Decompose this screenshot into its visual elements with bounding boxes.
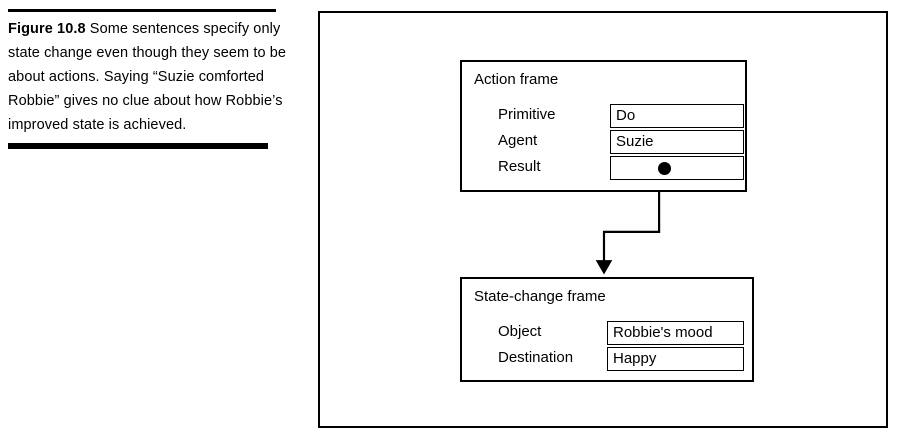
slot-label-object: Object [498,323,542,340]
caption-rule-bottom [8,143,268,149]
caption-text: Figure 10.8 Some sentences specify only … [8,17,288,137]
state-change-frame: State-change frame Object Robbie's mood … [460,277,754,382]
caption-rule-top [8,9,276,12]
slot-value-result[interactable] [610,156,744,180]
slot-row-destination: Destination Happy [462,347,752,371]
figure-caption-block: Figure 10.8 Some sentences specify only … [8,9,290,149]
slot-value-text-primitive: Do [616,107,636,124]
action-frame-title: Action frame [474,71,559,88]
figure-caption-body: Some sentences specify only state change… [8,21,287,133]
filled-dot-icon [658,162,671,175]
slot-label-primitive: Primitive [498,106,556,123]
slot-row-agent: Agent Suzie [462,130,745,154]
slot-value-object[interactable]: Robbie's mood [607,321,744,345]
slot-value-text-agent: Suzie [616,133,654,150]
slot-value-destination[interactable]: Happy [607,347,744,371]
state-change-frame-title: State-change frame [474,288,606,305]
action-frame: Action frame Primitive Do Agent Suzie Re… [460,60,747,192]
slot-value-text-object: Robbie's mood [613,324,713,341]
slot-row-result: Result [462,156,745,180]
connector-arrowhead-icon [595,260,613,275]
slot-label-destination: Destination [498,349,574,366]
slot-label-agent: Agent [498,132,538,149]
slot-row-primitive: Primitive Do [462,104,745,128]
slot-value-primitive[interactable]: Do [610,104,744,128]
figure-number-label: Figure 10.8 [8,21,86,37]
slot-row-object: Object Robbie's mood [462,321,752,345]
slot-value-agent[interactable]: Suzie [610,130,744,154]
diagram-panel: Action frame Primitive Do Agent Suzie Re… [318,11,888,428]
slot-value-text-destination: Happy [613,350,657,367]
slot-label-result: Result [498,158,541,175]
